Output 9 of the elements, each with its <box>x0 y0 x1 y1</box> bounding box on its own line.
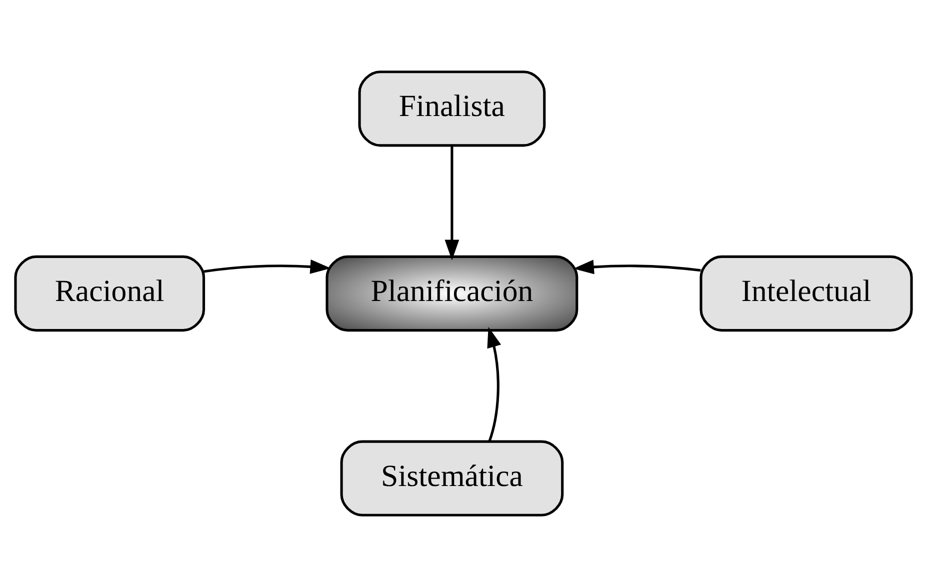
node-box: Finalista <box>358 70 546 146</box>
node-box: Intelectual <box>700 254 913 332</box>
node-box: Sistemática <box>340 440 564 516</box>
arrow <box>487 326 502 442</box>
arrow <box>573 259 701 274</box>
node-box: Racional <box>14 254 206 332</box>
arrow <box>444 145 460 260</box>
arrow <box>204 259 331 274</box>
node-box: Planificación <box>326 254 578 332</box>
